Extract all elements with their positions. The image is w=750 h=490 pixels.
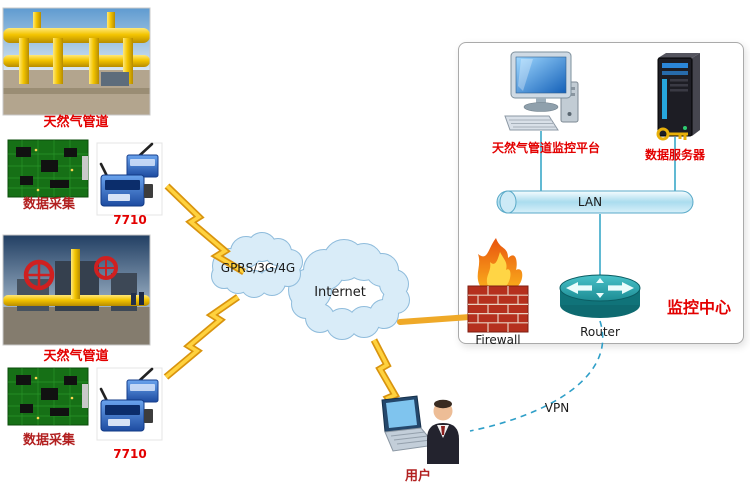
firewall-icon: [467, 238, 529, 333]
internet-firewall-link: [397, 314, 473, 325]
pipeline-1-label: 天然气管道: [43, 115, 109, 130]
lan-segment-icon: [496, 190, 694, 214]
user-icon: [381, 395, 459, 464]
workstation-icon: [504, 51, 579, 131]
modem-1-label: 7710: [113, 213, 147, 227]
lightning-bolt-1: [164, 183, 246, 276]
daq-1-label: 数据采集: [22, 197, 75, 212]
router-icon: [559, 274, 641, 318]
daq-board-1-icon: [7, 139, 89, 198]
lightning-bolt-2: [163, 294, 240, 380]
person-icon: [427, 399, 459, 464]
gprs-cloud-label: GPRS/3G/4G: [220, 261, 296, 275]
vpn-label: VPN: [544, 401, 570, 415]
server-label: 数据服务器: [644, 148, 705, 162]
pipeline-photo-2: [2, 234, 151, 346]
router-label: Router: [580, 325, 620, 339]
laptop-icon: [381, 395, 436, 452]
user-label: 用户: [404, 469, 431, 484]
firewall-label: Firewall: [475, 333, 521, 347]
monitoring-center-title: 监控中心: [666, 298, 731, 317]
server-icon: [656, 53, 700, 141]
modem-7710-2-icon: [95, 366, 164, 442]
modem-7710-1-icon: [95, 141, 164, 217]
pipeline-2-label: 天然气管道: [43, 349, 109, 364]
platform-label: 天然气管道监控平台: [491, 141, 600, 155]
internet-cloud-label: Internet: [314, 285, 366, 300]
lan-connector-lines: [540, 131, 676, 276]
pipeline-photo-1: [2, 7, 151, 116]
vpn-link: [469, 320, 604, 432]
key-icon: [656, 127, 688, 141]
daq-board-2-icon: [7, 367, 89, 426]
lan-label: LAN: [577, 195, 603, 209]
daq-2-label: 数据采集: [22, 433, 75, 448]
modem-2-label: 7710: [113, 447, 147, 461]
